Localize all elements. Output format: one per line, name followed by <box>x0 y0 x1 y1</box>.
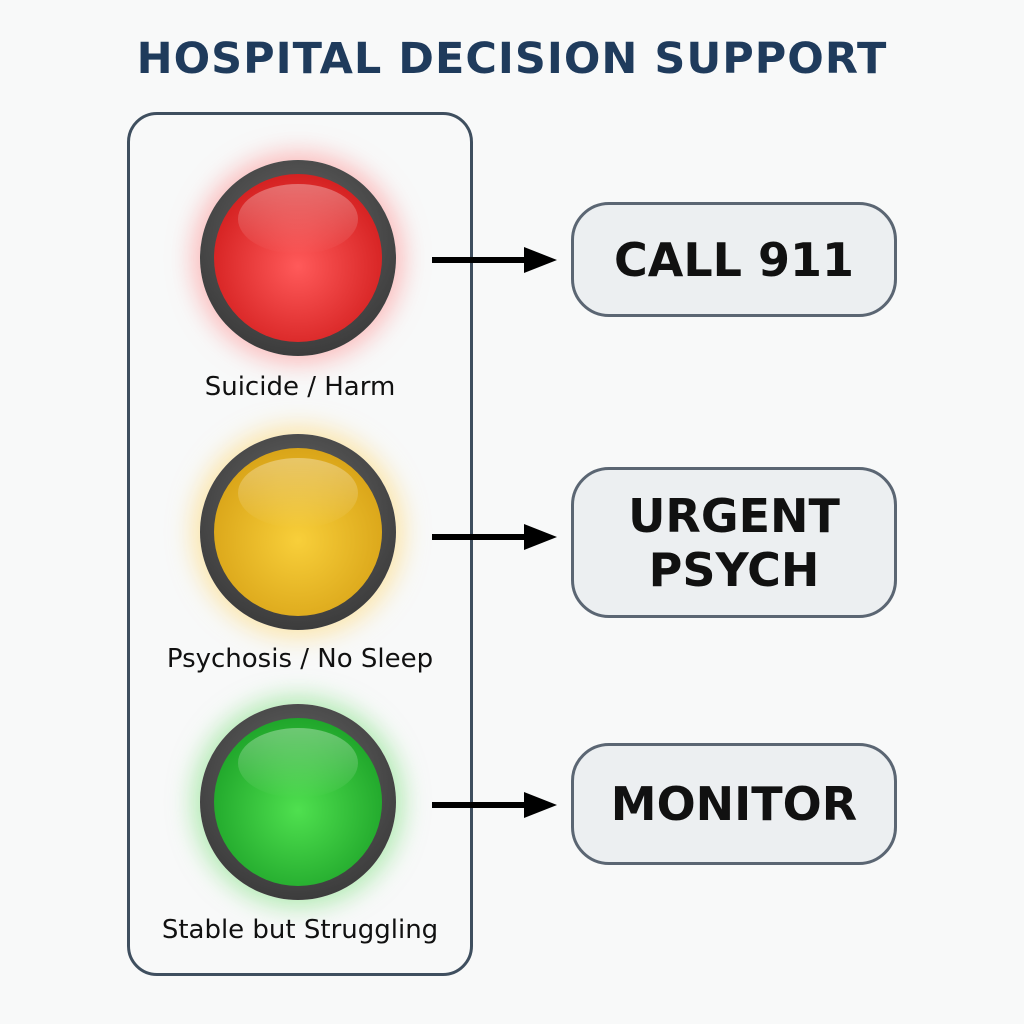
action-monitor: MONITOR <box>571 743 897 865</box>
red-level-label: Suicide / Harm <box>204 372 396 402</box>
traffic-light-panel <box>127 112 473 976</box>
red-light-icon <box>200 160 396 356</box>
yellow-light-icon <box>200 434 396 630</box>
arrow-right-icon <box>432 792 557 818</box>
action-label-line1: URGENT <box>628 488 840 543</box>
page-title: HOSPITAL DECISION SUPPORT <box>136 34 888 84</box>
action-call-911: CALL 911 <box>571 202 897 317</box>
green-light-icon <box>200 704 396 900</box>
green-level-label: Stable but Struggling <box>161 915 439 945</box>
arrow-right-icon <box>432 524 557 550</box>
action-label-line2: PSYCH <box>648 542 820 597</box>
action-label: CALL 911 <box>613 232 855 287</box>
yellow-level-label: Psychosis / No Sleep <box>166 644 434 674</box>
arrow-right-icon <box>432 247 557 273</box>
action-label: MONITOR <box>610 777 858 831</box>
